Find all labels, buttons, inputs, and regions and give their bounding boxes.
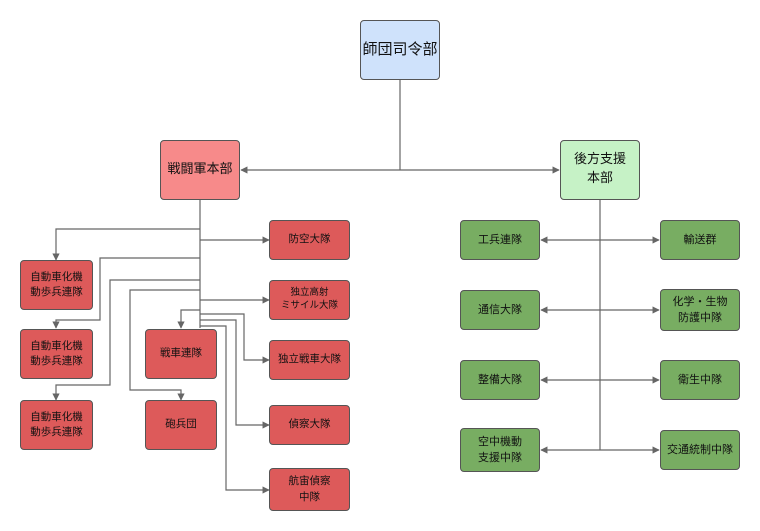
- node-recon: 偵察大隊: [269, 405, 350, 445]
- node-mech-infantry-3: 自動車化機 動歩兵連隊: [20, 400, 93, 450]
- node-support-hq: 後方支援 本部: [560, 140, 640, 200]
- node-air-defense: 防空大隊: [269, 220, 350, 260]
- node-airmobile-support: 空中機動 支援中隊: [460, 428, 540, 472]
- edge-artillery: [129, 289, 200, 401]
- node-mech-infantry-2: 自動車化機 動歩兵連隊: [20, 329, 93, 379]
- node-independent-tank: 独立戦車大隊: [269, 340, 350, 380]
- node-maintenance: 整備大隊: [460, 360, 540, 400]
- node-traffic-control: 交通統制中隊: [660, 430, 740, 470]
- edge-mech-3: [52, 279, 200, 401]
- node-air-recon: 航宙偵察 中隊: [269, 468, 350, 511]
- edge-mech-2: [52, 257, 200, 329]
- edge-mech-1: [52, 228, 200, 261]
- edge-ind-tank: [200, 313, 270, 364]
- node-medical: 衛生中隊: [660, 360, 740, 400]
- node-at-missile: 独立高射 ミサイル大隊: [269, 280, 350, 320]
- node-division-hq: 師団司令部: [360, 20, 440, 80]
- node-mech-infantry-1: 自動車化機 動歩兵連隊: [20, 260, 93, 310]
- edge-air-recon: [200, 325, 270, 494]
- node-combat-hq: 戦闘軍本部: [160, 140, 240, 200]
- node-signal: 通信大隊: [460, 290, 540, 330]
- node-artillery: 砲兵団: [145, 400, 217, 450]
- node-tank-regiment: 戦車連隊: [145, 329, 217, 379]
- node-cbrn-protection: 化学・生物 防護中隊: [660, 289, 740, 331]
- node-engineer: 工兵連隊: [460, 220, 540, 260]
- node-transport: 輸送群: [660, 220, 740, 260]
- edge-recon: [200, 319, 270, 429]
- edge-tank-regiment: [177, 309, 200, 329]
